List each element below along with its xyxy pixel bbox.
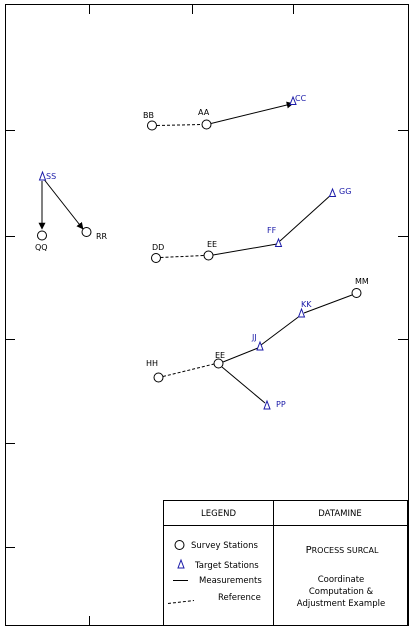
label-mm: MM xyxy=(355,277,369,286)
reference-line-bb-aa xyxy=(156,124,203,126)
label-hh: HH xyxy=(146,359,158,368)
label-bb: BB xyxy=(143,111,154,120)
target-station-cc xyxy=(289,95,297,105)
label-jj: JJ xyxy=(251,333,257,342)
description-line-2: Computation & xyxy=(309,587,374,597)
survey-station-ee-2 xyxy=(213,358,224,369)
label-aa: AA xyxy=(198,108,210,117)
legend-target-label: Target Stations xyxy=(194,561,259,571)
target-station-labels: CC SS GG FF KK JJ PP xyxy=(46,94,351,409)
measurement-ff-gg xyxy=(279,193,333,242)
legend-survey-label: Survey Stations xyxy=(191,541,258,551)
reference-line-dd-ee xyxy=(160,255,205,258)
label-ee-2: EE xyxy=(215,351,225,360)
survey-station-mm xyxy=(351,288,362,298)
frame-ticks xyxy=(5,4,409,626)
survey-station-labels: BB AA QQ RR DD EE MM HH EE xyxy=(35,108,369,368)
legend-survey-symbol xyxy=(174,540,185,550)
label-pp: PP xyxy=(276,400,286,409)
survey-station-hh xyxy=(153,372,164,383)
reference-line-hh-ee xyxy=(162,363,215,377)
legend-measurement-label: Measurements xyxy=(199,576,262,586)
target-station-kk xyxy=(297,307,306,318)
measurement-ss-rr xyxy=(44,179,84,230)
label-kk: KK xyxy=(301,300,312,309)
label-ff: FF xyxy=(267,226,277,235)
company-name: DATAMINE xyxy=(318,509,361,519)
measurement-aa-cc xyxy=(210,101,294,124)
target-station-gg xyxy=(328,187,337,197)
survey-station-dd xyxy=(151,253,161,263)
target-station-jj xyxy=(256,340,264,351)
measurement-jj-kk xyxy=(260,314,302,346)
legend-reference-label: Reference xyxy=(218,593,261,603)
survey-station-aa xyxy=(201,119,212,130)
legend-reference-symbol xyxy=(167,600,195,604)
label-rr: RR xyxy=(96,232,108,241)
label-ss: SS xyxy=(46,172,56,181)
label-dd: DD xyxy=(152,243,164,252)
target-stations xyxy=(38,95,337,410)
label-cc: CC xyxy=(295,94,307,103)
label-ee-1: EE xyxy=(207,240,217,249)
survey-station-qq xyxy=(37,230,47,241)
measurement-ee-pp xyxy=(221,366,266,404)
description-line-1: Coordinate xyxy=(318,575,365,585)
measurement-kk-mm xyxy=(303,294,353,314)
title-block-border xyxy=(163,500,408,626)
target-station-ff xyxy=(274,237,283,247)
measurement-ee-ff xyxy=(212,243,278,256)
title-block: LEGEND DATAMINE Survey Stations Target S… xyxy=(163,500,408,626)
legend-target-symbol xyxy=(177,558,185,569)
label-gg: GG xyxy=(339,187,351,196)
survey-station-rr xyxy=(81,227,92,237)
target-station-pp xyxy=(263,399,271,410)
measurement-lines xyxy=(38,101,353,404)
survey-stations xyxy=(37,119,362,383)
legend-header: LEGEND xyxy=(201,509,236,519)
description-line-3: Adjustment Example xyxy=(297,599,385,609)
target-station-ss xyxy=(38,170,47,181)
survey-station-bb xyxy=(147,120,157,131)
label-qq: QQ xyxy=(35,243,48,252)
process-title: PROCESS SURCAL xyxy=(306,545,379,556)
survey-station-ee-1 xyxy=(203,250,214,261)
measurement-ee-jj xyxy=(222,347,259,363)
reference-lines xyxy=(156,124,215,377)
